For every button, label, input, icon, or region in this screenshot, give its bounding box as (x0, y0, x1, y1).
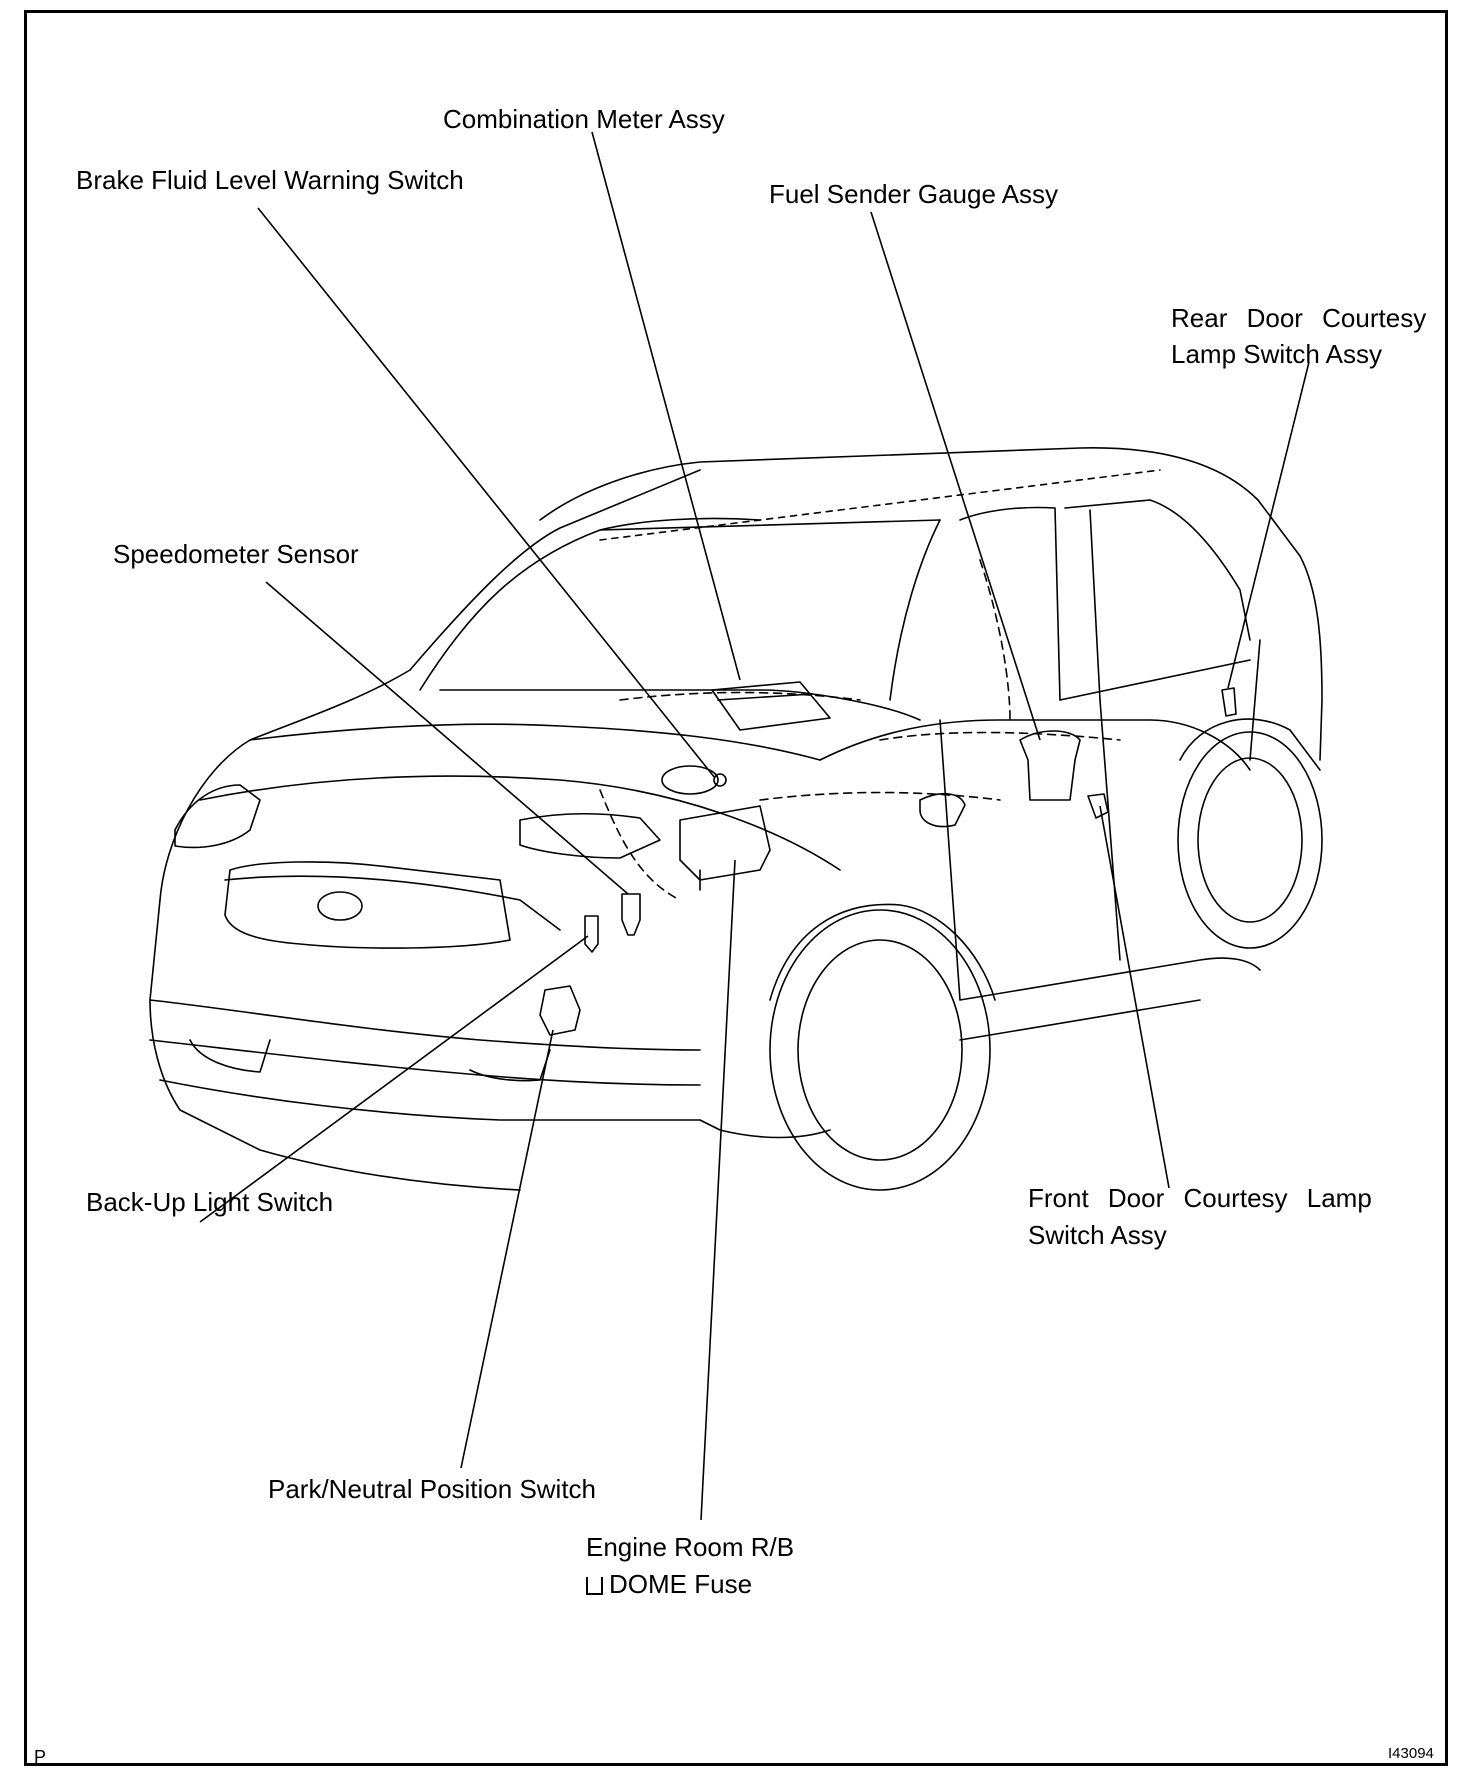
speedometer-sensor-part (621, 893, 641, 936)
label-engine-room-line2: DOME Fuse (586, 1566, 752, 1602)
front-door-switch-part (1087, 793, 1109, 819)
rear-door-switch-part (1221, 687, 1237, 717)
label-front-door-line2: Switch Assy (1028, 1220, 1167, 1250)
leader-engine-room (700, 859, 736, 1521)
diagram-frame (24, 10, 1448, 1766)
leader-park-neutral (460, 1029, 554, 1469)
engine-room-rb-part (679, 805, 771, 891)
leader-rear-door (1227, 361, 1310, 689)
leader-combination-meter (591, 131, 741, 681)
label-speedometer-sensor: Speedometer Sensor (113, 539, 359, 569)
vehicle-outline (149, 447, 1323, 1191)
dome-fuse-text: DOME Fuse (609, 1569, 753, 1599)
label-backup-light-switch: Back-Up Light Switch (86, 1187, 334, 1217)
backup-light-switch-part (584, 915, 599, 953)
brake-fluid-reservoir (661, 765, 719, 795)
leader-brake-fluid (257, 207, 716, 779)
leader-fuel-sender (870, 211, 1041, 741)
label-front-door-line1: Front Door Courtesy Lamp (1028, 1183, 1372, 1213)
park-neutral-switch-part (539, 985, 581, 1036)
label-engine-room-line1: Engine Room R/B (586, 1532, 795, 1562)
combination-meter-part (711, 681, 831, 731)
label-fuel-sender: Fuel Sender Gauge Assy (769, 179, 1059, 209)
checkbox-icon (586, 1577, 603, 1595)
fuel-sender-part (1019, 730, 1081, 801)
corner-mark-left: P (34, 1747, 47, 1767)
figure-number: I43094 (1388, 1745, 1434, 1762)
label-rear-door-line2: Lamp Switch Assy (1171, 339, 1382, 369)
label-rear-door-line1: Rear Door Courtesy (1171, 303, 1427, 333)
label-brake-fluid-switch: Brake Fluid Level Warning Switch (76, 165, 464, 195)
label-combination-meter: Combination Meter Assy (443, 104, 725, 134)
label-park-neutral-switch: Park/Neutral Position Switch (268, 1474, 597, 1504)
leader-speedometer (265, 581, 629, 895)
leader-front-door (1099, 805, 1170, 1189)
leader-lines (199, 131, 1310, 1521)
leader-backup-light (199, 935, 589, 1223)
